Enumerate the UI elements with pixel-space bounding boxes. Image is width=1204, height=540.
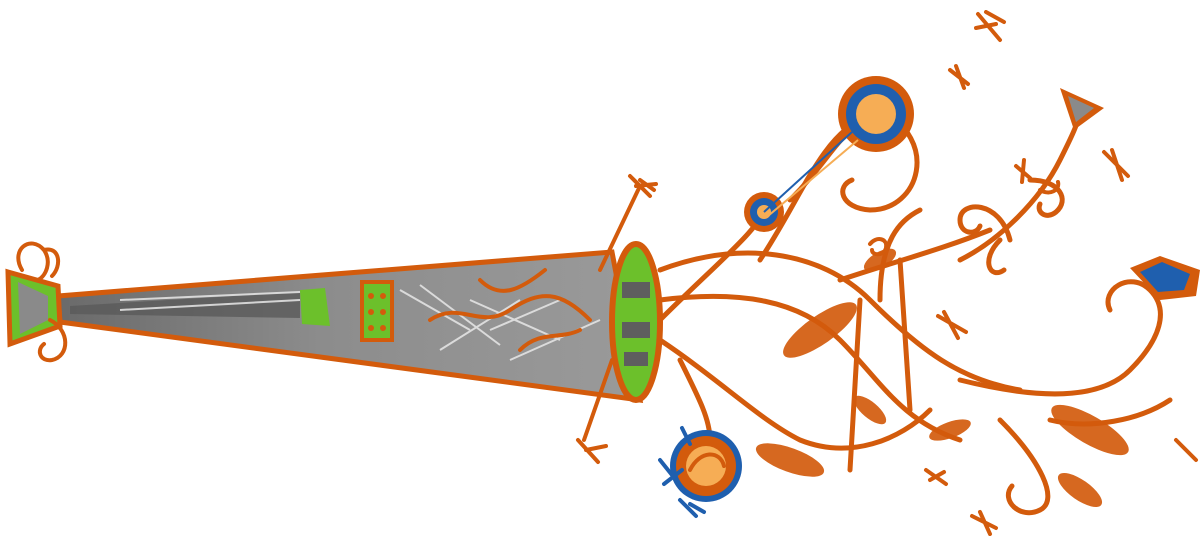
leaves	[755, 248, 1129, 508]
horn-shadow-streak	[70, 292, 300, 318]
blossom-small-left	[744, 131, 859, 232]
horn-decor-panel	[360, 280, 394, 342]
blue-sprig	[658, 426, 706, 518]
horn-mouthpiece	[5, 241, 68, 363]
bud-top-right	[1060, 88, 1104, 130]
scattered-sprigs	[868, 10, 1198, 536]
blossom-bottom	[670, 430, 742, 502]
horn-green-band	[300, 288, 330, 326]
horn-vine	[428, 268, 592, 352]
blossom-right	[1130, 256, 1200, 300]
horn-spikes	[576, 174, 658, 464]
horn-cone	[55, 249, 644, 403]
horn-body	[5, 174, 663, 464]
horn-decor-dots	[368, 293, 386, 331]
horn-bell-stripes	[622, 282, 650, 366]
blossom-top	[838, 76, 914, 152]
horn-highlight-stitches	[119, 284, 601, 361]
